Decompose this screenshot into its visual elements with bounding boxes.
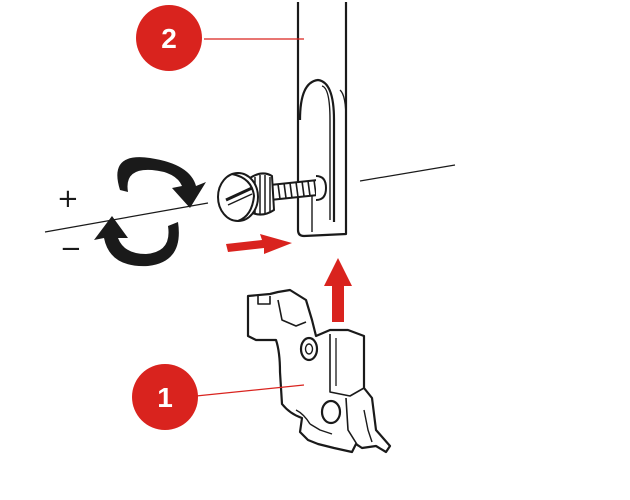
callout-leader-lines [195,38,305,397]
screw-axis-line [44,164,456,233]
plus-sign: + [57,184,79,214]
callout-badge-2: 2 [136,5,202,71]
minus-sign: − [60,234,82,264]
presser-foot [246,288,392,454]
arrow-up-icon [324,258,352,322]
arrow-right-icon [226,234,292,254]
presser-bar [296,2,348,238]
callout-badge-1: 1 [132,364,198,430]
thumbscrew-icon [217,172,327,222]
rotate-clockwise-icon [117,157,206,208]
rotate-counterclockwise-icon [94,216,179,267]
callout-number-1: 1 [157,382,173,413]
callout-number-2: 2 [161,23,177,54]
